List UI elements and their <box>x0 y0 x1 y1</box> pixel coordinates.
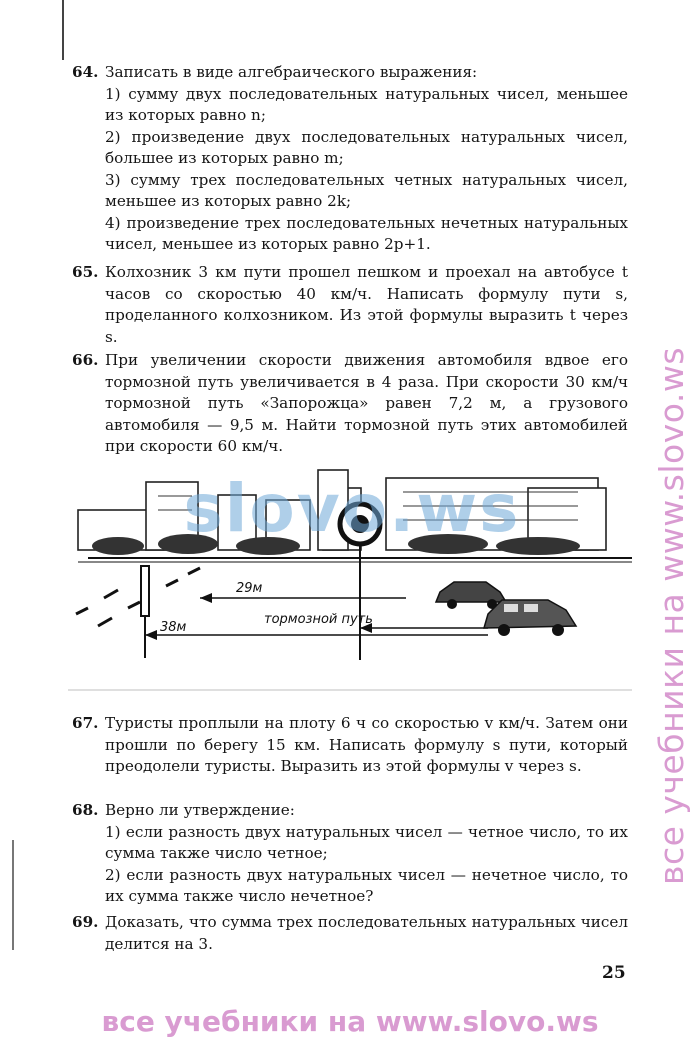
problem-intro: Записать в виде алгебраического выражени… <box>105 63 478 81</box>
page-number: 25 <box>602 963 626 983</box>
problem-69: 69. Доказать, что сумма трех последовате… <box>72 912 628 955</box>
problem-item: 2) произведение двух последовательных на… <box>105 127 628 168</box>
problem-number: 69. <box>72 913 99 931</box>
distance-38-label: 38м <box>160 620 187 635</box>
problem-item: 1) если разность двух натуральных чисел … <box>105 822 628 863</box>
problem-text: Доказать, что сумма трех последовательны… <box>105 913 628 953</box>
problem-text: При увеличении скорости движения автомоб… <box>105 351 628 455</box>
problem-number: 67. <box>72 714 99 732</box>
car-drawing <box>434 581 508 609</box>
braking-path-label: тормозной путь <box>264 612 373 627</box>
problem-number: 66. <box>72 351 99 369</box>
problem-64: 64. Записать в виде алгебраического выра… <box>72 62 628 256</box>
problem-number: 64. <box>72 63 99 81</box>
problem-number: 65. <box>72 263 99 281</box>
problem-number: 68. <box>72 801 99 819</box>
problem-text: Туристы проплыли на плоту 6 ч со скорост… <box>105 714 628 775</box>
problem-item: 2) если разность двух натуральных чисел … <box>105 865 628 906</box>
problem-68: 68. Верно ли утверждение: 1) если разнос… <box>72 800 628 908</box>
watermark-side: все учебники на www.slovo.ws <box>652 346 691 885</box>
margin-line <box>62 0 64 60</box>
distance-29-label: 29м <box>236 581 263 596</box>
margin-line <box>12 840 14 950</box>
problem-65: 65. Колхозник 3 км пути прошел пешком и … <box>72 262 628 348</box>
truck-drawing <box>482 599 578 636</box>
problem-intro: Верно ли утверждение: <box>105 801 295 819</box>
braking-distance-illustration: 29м тормозной путь 38м <box>68 460 632 692</box>
watermark-bottom: все учебники на www.slovo.ws <box>101 1005 599 1038</box>
problem-item: 4) произведение трех последовательных не… <box>105 213 628 254</box>
watermark-middle: slovo.ws <box>183 470 521 547</box>
problem-item: 3) сумму трех последовательных четных на… <box>105 170 628 211</box>
problem-text: Колхозник 3 км пути прошел пешком и прое… <box>105 263 628 346</box>
shrubs-drawing <box>92 534 580 555</box>
problem-66: 66. При увеличении скорости движения авт… <box>72 350 628 458</box>
problem-item: 1) сумму двух последовательных натуральн… <box>105 84 628 125</box>
problem-67: 67. Туристы проплыли на плоту 6 ч со ско… <box>72 713 628 778</box>
